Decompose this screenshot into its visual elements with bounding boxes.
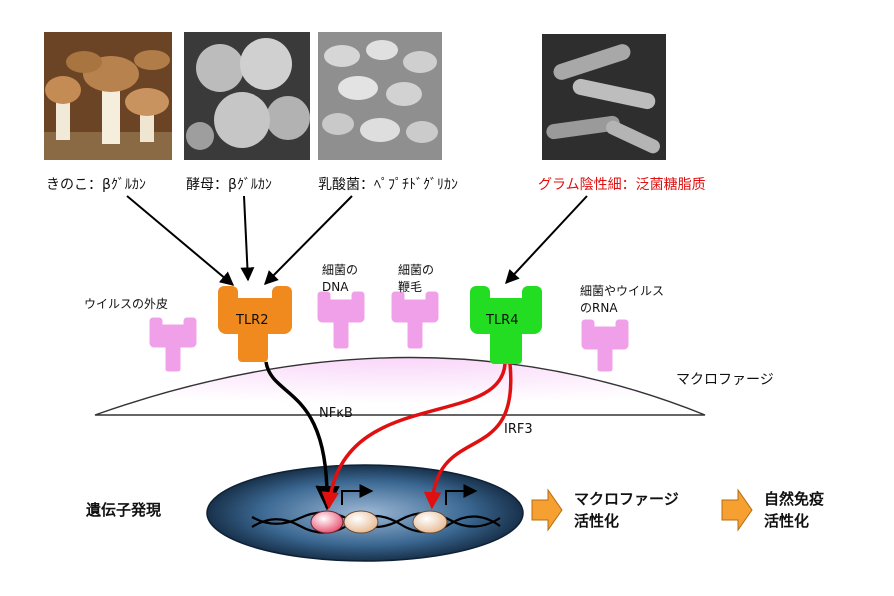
label-nfkb: NFκB: [319, 406, 353, 421]
tlr4-nfkb-path: [321, 363, 507, 510]
label-tlr2: TLR2: [236, 313, 269, 328]
label-flagellum: 細菌の 鞭毛: [398, 263, 435, 294]
gene-factor-2: [412, 510, 448, 534]
tlr4-irf3-path: [423, 363, 513, 510]
mushroom-photo: [44, 32, 172, 160]
label-macrophage-activation: マクロファージ 活性化: [574, 490, 679, 530]
nfkb-factor: [310, 510, 344, 534]
label-bacterial-dna: 細菌の DNA: [322, 263, 359, 294]
gene-factor-1: [343, 510, 379, 534]
outcome-arrow-1: [531, 488, 563, 532]
label-macrophage: マクロファージ: [676, 372, 774, 388]
arrow-gram-negative-to-tlr4: [505, 195, 588, 285]
gram-negative-bacteria-micrograph: [542, 34, 666, 162]
outcome-arrow-2: [721, 488, 753, 532]
arrow-mushroom-to-tlr2: [126, 195, 235, 286]
source-label-yeast: 酵母：βｸﾞﾙｶﾝ: [186, 177, 272, 193]
receptor-flagellum: [391, 291, 439, 349]
arrow-yeast-to-tlr2: [240, 195, 255, 282]
receptor-rna: [581, 319, 629, 372]
label-tlr4: TLR4: [486, 313, 519, 328]
source-label-gram-negative: グラム陰性細：泛菌糖脂质: [538, 177, 706, 193]
yeast-micrograph: [184, 32, 310, 160]
label-irf3: IRF3: [504, 422, 533, 437]
receptor-tlr4: [470, 286, 542, 364]
arrow-lab-to-tlr2: [264, 195, 353, 285]
label-rna: 細菌やウイルス のRNA: [580, 284, 665, 315]
macrophage-membrane: [94, 356, 706, 416]
receptor-bacterial-dna: [317, 291, 365, 349]
receptor-virus-coat: [149, 317, 197, 372]
receptor-tlr2: [218, 286, 292, 362]
label-innate-immunity-activation: 自然免疫 活性化: [764, 490, 825, 530]
transcription-arrow-2: [445, 484, 478, 505]
lactic-acid-bacteria-micrograph: [318, 32, 442, 160]
label-gene-expression: 遺伝子発現: [86, 501, 162, 519]
transcription-arrow-1: [341, 484, 374, 505]
source-label-lactic-acid-bacteria: 乳酸菌：ﾍﾟﾌﾟﾁﾄﾞｸﾞﾘｶﾝ: [318, 177, 458, 193]
source-label-mushroom: きのこ：βｸﾞﾙｶﾝ: [46, 177, 146, 193]
tlr2-nfkb-path: [264, 361, 340, 511]
label-virus-coat: ウイルスの外皮: [84, 297, 169, 311]
